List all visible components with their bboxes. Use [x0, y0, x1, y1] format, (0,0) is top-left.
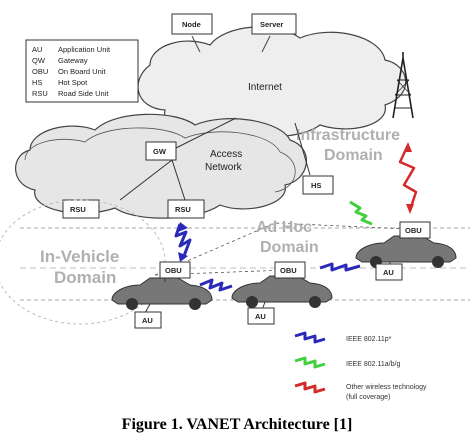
ad-hoc-domain-boundary [154, 222, 431, 276]
ad-hoc-domain-boundary-lower [154, 269, 286, 276]
legend-meaning-1: Gateway [58, 56, 88, 65]
au-1-box: AU [134, 311, 162, 329]
in-vehicle-domain-label-2: Domain [54, 268, 116, 287]
wireless-link-obu1-obu2 [199, 278, 233, 292]
infrastructure-domain-label-2: Domain [324, 147, 383, 164]
vehicle-1-icon [111, 270, 213, 310]
gw-box: GW [145, 141, 177, 161]
legend-link-label-0: IEEE 802.11p* [346, 336, 392, 343]
hs-label: HS [311, 181, 321, 190]
au-1-label: AU [142, 316, 153, 325]
wireless-link-obu2-obu3 [319, 262, 361, 272]
node-box: Node [171, 13, 213, 35]
link-node-internet [191, 35, 201, 53]
legend-link-label-1: IEEE 802.11a/b/g [346, 361, 400, 368]
ad-hoc-domain-label-2: Domain [260, 239, 319, 256]
figure-caption: Figure 1. VANET Architecture [1] [121, 416, 353, 433]
obu-1-box: OBU [159, 261, 191, 279]
legend-link-label-2a: Other wireless technology [346, 384, 427, 391]
obu-3-label: OBU [405, 226, 422, 235]
node-label: Node [182, 20, 201, 29]
legend-abbr-1: QW [32, 56, 46, 65]
legend-meaning-0: Application Unit [58, 45, 111, 54]
server-box: Server [251, 13, 297, 35]
link-gw-rsu-left [119, 159, 173, 201]
wireless-link-rsu-obu1 [174, 223, 192, 257]
link-server-internet [261, 35, 271, 53]
legend-meaning-2: On Board Unit [58, 67, 106, 76]
in-vehicle-domain-label-1: In-Vehicle [40, 247, 119, 266]
access-network-label-1: Access [210, 149, 242, 160]
legend-red-link-icon [294, 381, 326, 394]
au-3-label: AU [383, 268, 394, 277]
abbreviation-legend: AU Application Unit QW Gateway OBU On Bo… [25, 39, 139, 103]
link-gw-rsu-right [171, 159, 186, 201]
access-network-label-2: Network [205, 162, 243, 173]
legend-meaning-4: Road Side Unit [58, 89, 109, 98]
rsu-left-box: RSU [62, 199, 100, 219]
radio-tower-icon [392, 52, 414, 119]
link-legend: IEEE 802.11p* IEEE 802.11a/b/g Other wir… [294, 331, 427, 401]
vehicle-3-icon [355, 235, 457, 268]
au-2-box: AU [247, 307, 275, 325]
legend-green-link-icon [294, 356, 326, 369]
obu-3-box: OBU [399, 221, 431, 239]
internet-label: Internet [248, 82, 282, 93]
legend-link-label-2b: (full coverage) [346, 394, 390, 401]
wireless-link-hs-obu3 [349, 200, 373, 226]
legend-abbr-4: RSU [32, 89, 48, 98]
rsu-left-label: RSU [70, 205, 86, 214]
infrastructure-domain-label-1: Infrastructure [296, 127, 400, 144]
legend-blue-link-icon [294, 331, 326, 344]
au-2-label: AU [255, 312, 266, 321]
obu-1-label: OBU [165, 266, 182, 275]
vehicle-2-icon [231, 275, 333, 308]
server-label: Server [260, 20, 283, 29]
rsu-right-label: RSU [175, 205, 191, 214]
obu-2-label: OBU [280, 266, 297, 275]
legend-abbr-3: HS [32, 78, 42, 87]
legend-meaning-3: Hot Spot [58, 78, 88, 87]
au-3-box: AU [375, 263, 403, 281]
legend-abbr-0: AU [32, 45, 42, 54]
obu-2-box: OBU [274, 261, 306, 279]
ad-hoc-domain-label-1: Ad Hoc [256, 219, 312, 236]
rsu-right-box: RSU [167, 199, 205, 219]
hs-box: HS [302, 175, 334, 195]
link-hs-internet [294, 122, 311, 176]
legend-abbr-2: OBU [32, 67, 48, 76]
wireless-link-tower-obu3 [398, 144, 418, 211]
link-gw-internet [171, 117, 237, 151]
gw-label: GW [153, 147, 167, 156]
access-network-cloud: Access Network [15, 113, 307, 219]
